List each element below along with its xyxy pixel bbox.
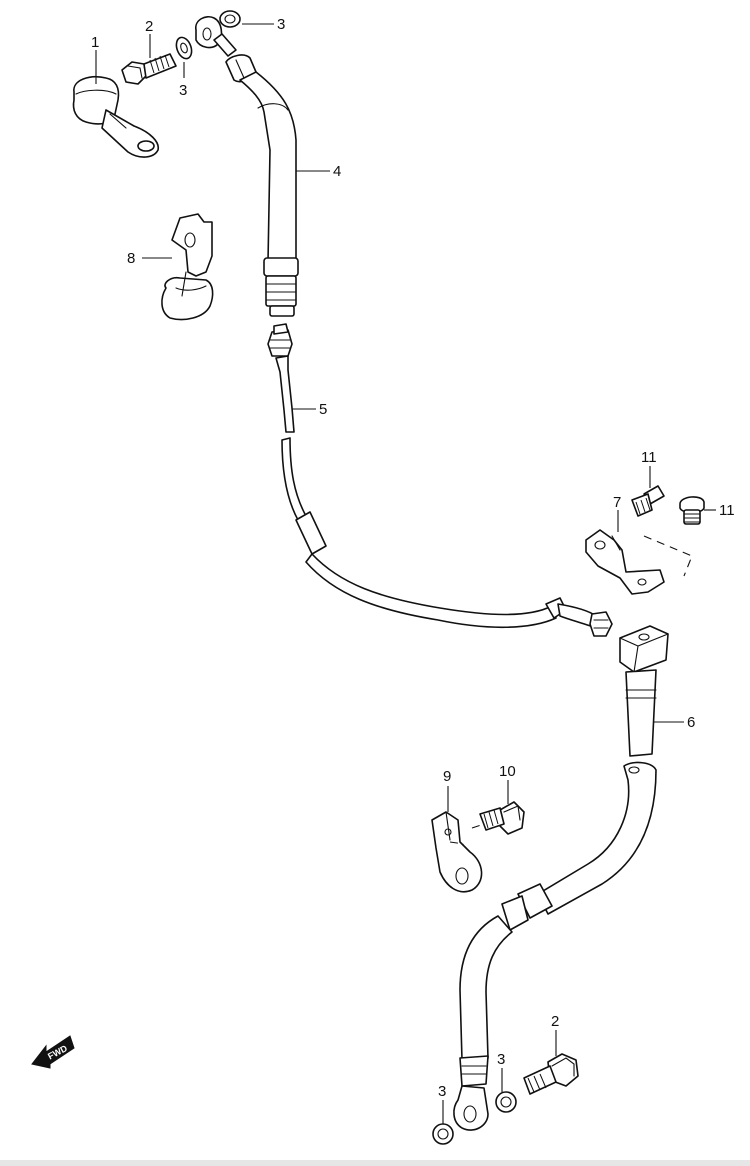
part-2-bolt-bottom xyxy=(523,1053,579,1095)
callout-6: 6 xyxy=(687,714,695,731)
assembly-guide-clamp-9 xyxy=(449,823,485,845)
callout-11-right: 11 xyxy=(719,502,735,519)
callout-3-top-left: 3 xyxy=(179,82,187,99)
callout-11-left: 11 xyxy=(641,449,657,466)
part-3-washer-bottom-a xyxy=(495,1091,517,1113)
callout-5: 5 xyxy=(319,401,327,418)
part-11-screw-b xyxy=(679,496,705,525)
callout-2-top: 2 xyxy=(145,18,153,35)
assembly-guide-bracket-7 xyxy=(643,535,693,577)
callout-7: 7 xyxy=(613,494,621,511)
part-11-screw-a xyxy=(631,485,665,517)
part-3-washer-top-b xyxy=(219,10,241,28)
callout-4: 4 xyxy=(333,163,341,180)
callout-8: 8 xyxy=(127,250,135,267)
callout-9: 9 xyxy=(443,768,451,785)
part-2-bolt-top xyxy=(121,53,177,85)
part-10-bolt xyxy=(479,801,525,835)
callout-3-bottom-left: 3 xyxy=(438,1083,446,1100)
part-3-washer-top-a xyxy=(175,36,193,60)
part-5-brake-pipe xyxy=(267,323,613,637)
callout-2-bottom: 2 xyxy=(551,1013,559,1030)
part-6-lower-hose xyxy=(453,625,669,1131)
leader-lines xyxy=(95,23,716,1124)
callout-10: 10 xyxy=(499,763,516,780)
part-9-clamp xyxy=(431,811,483,893)
part-3-washer-bottom-b xyxy=(432,1123,454,1145)
bottom-scroll-strip xyxy=(0,1160,750,1166)
callout-3-bottom-right: 3 xyxy=(497,1051,505,1068)
part-1-union xyxy=(72,76,159,158)
part-7-bracket xyxy=(585,529,665,595)
callout-labels: 1 2 3 3 4 8 5 7 11 11 6 9 10 2 3 3 xyxy=(91,16,735,1100)
callout-3-top-right: 3 xyxy=(277,16,285,33)
callout-1: 1 xyxy=(91,34,99,51)
part-8-clamp xyxy=(161,213,214,321)
part-4-upper-hose xyxy=(195,15,299,317)
fwd-arrow-icon: FWD xyxy=(31,1035,75,1069)
